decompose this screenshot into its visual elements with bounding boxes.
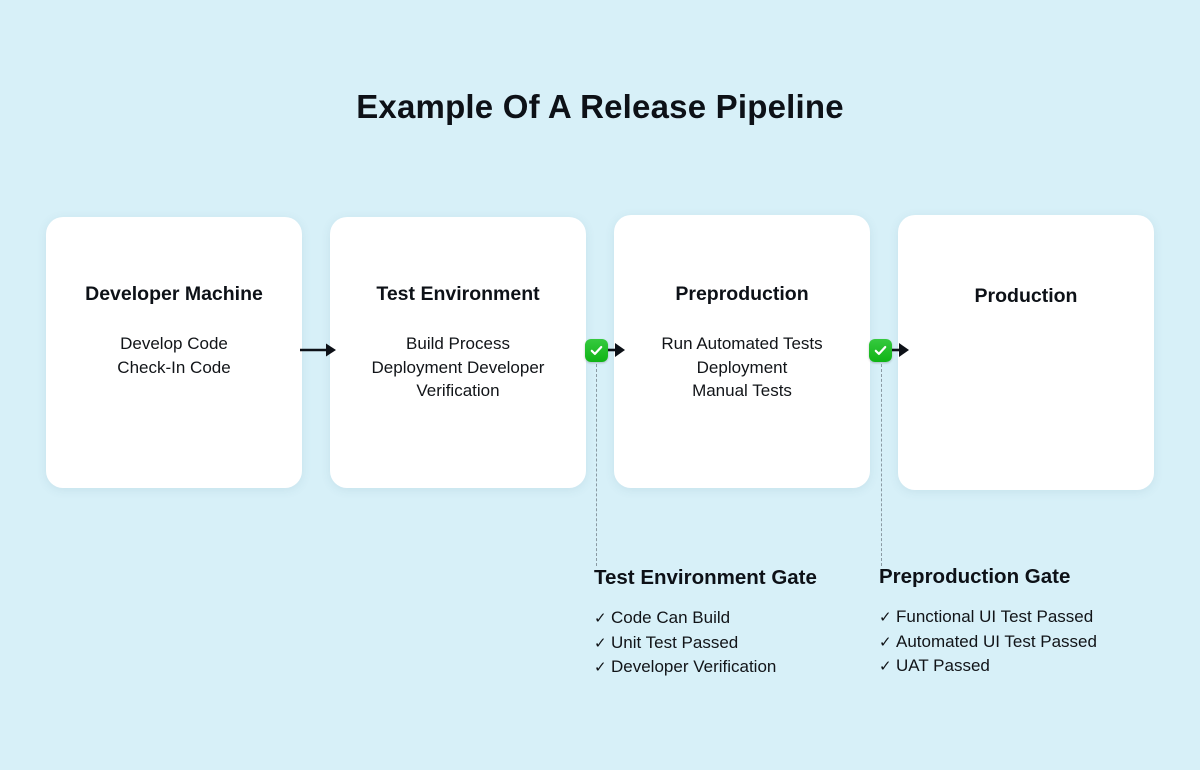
arrow-right-icon: [298, 338, 338, 362]
arrow-right-icon: [606, 338, 646, 362]
check-icon: ✓: [594, 610, 607, 627]
stage-title: Production: [974, 285, 1078, 307]
gate-connector-line: [881, 364, 882, 566]
list-item: ✓ Code Can Build: [594, 606, 817, 631]
stage-activities: Run Automated Tests Deployment Manual Te…: [661, 334, 823, 400]
list-item-label: Functional UI Test Passed: [896, 607, 1094, 626]
stage-card-developer-machine[interactable]: Developer Machine Develop Code Check-In …: [46, 217, 302, 488]
gate-title: Test Environment Gate: [594, 566, 817, 589]
list-item: ✓ Developer Verification: [594, 655, 817, 680]
page-title: Example Of A Release Pipeline: [356, 88, 844, 125]
list-item: ✓ Unit Test Passed: [594, 631, 817, 656]
green-check-badge-icon[interactable]: [585, 339, 608, 362]
list-item: ✓ UAT Passed: [879, 654, 1097, 679]
stage-title: Preproduction: [675, 283, 809, 305]
green-check-badge-icon[interactable]: [869, 339, 892, 362]
check-icon: ✓: [879, 658, 892, 675]
list-item-label: Unit Test Passed: [611, 632, 739, 652]
list-item-label: Automated UI Test Passed: [896, 631, 1097, 651]
list-item: ✓ Automated UI Test Passed: [879, 630, 1097, 655]
gate-details-test-environment: Test Environment Gate ✓ Code Can Build ✓…: [594, 566, 817, 680]
list-item-label: Developer Verification: [611, 657, 777, 676]
check-icon: ✓: [879, 609, 892, 626]
stage-title: Developer Machine: [85, 283, 263, 305]
check-icon: ✓: [594, 659, 607, 676]
gate-title: Preproduction Gate: [879, 565, 1071, 588]
list-item-label: Code Can Build: [611, 608, 731, 627]
arrow-right-icon: [890, 338, 930, 362]
stage-card-test-environment[interactable]: Test Environment Build Process Deploymen…: [330, 217, 586, 488]
stage-title: Test Environment: [376, 283, 540, 305]
check-icon: ✓: [879, 633, 892, 651]
gate-criteria-list: ✓ Functional UI Test Passed ✓ Automated …: [879, 605, 1097, 679]
stage-activities: Develop Code Check-In Code: [117, 334, 231, 377]
gate-criteria-list: ✓ Code Can Build ✓ Unit Test Passed ✓ De…: [594, 606, 817, 680]
stage-card-production[interactable]: Production: [898, 215, 1154, 490]
gate-details-preproduction: Preproduction Gate ✓ Functional UI Test …: [879, 565, 1097, 679]
list-item-label: UAT Passed: [896, 656, 990, 675]
check-icon: ✓: [594, 634, 607, 652]
stage-card-preproduction[interactable]: Preproduction Run Automated Tests Deploy…: [614, 215, 870, 488]
list-item: ✓ Functional UI Test Passed: [879, 605, 1097, 630]
gate-connector-line: [596, 364, 597, 566]
stage-activities: Build Process Deployment Developer Verif…: [371, 334, 545, 400]
